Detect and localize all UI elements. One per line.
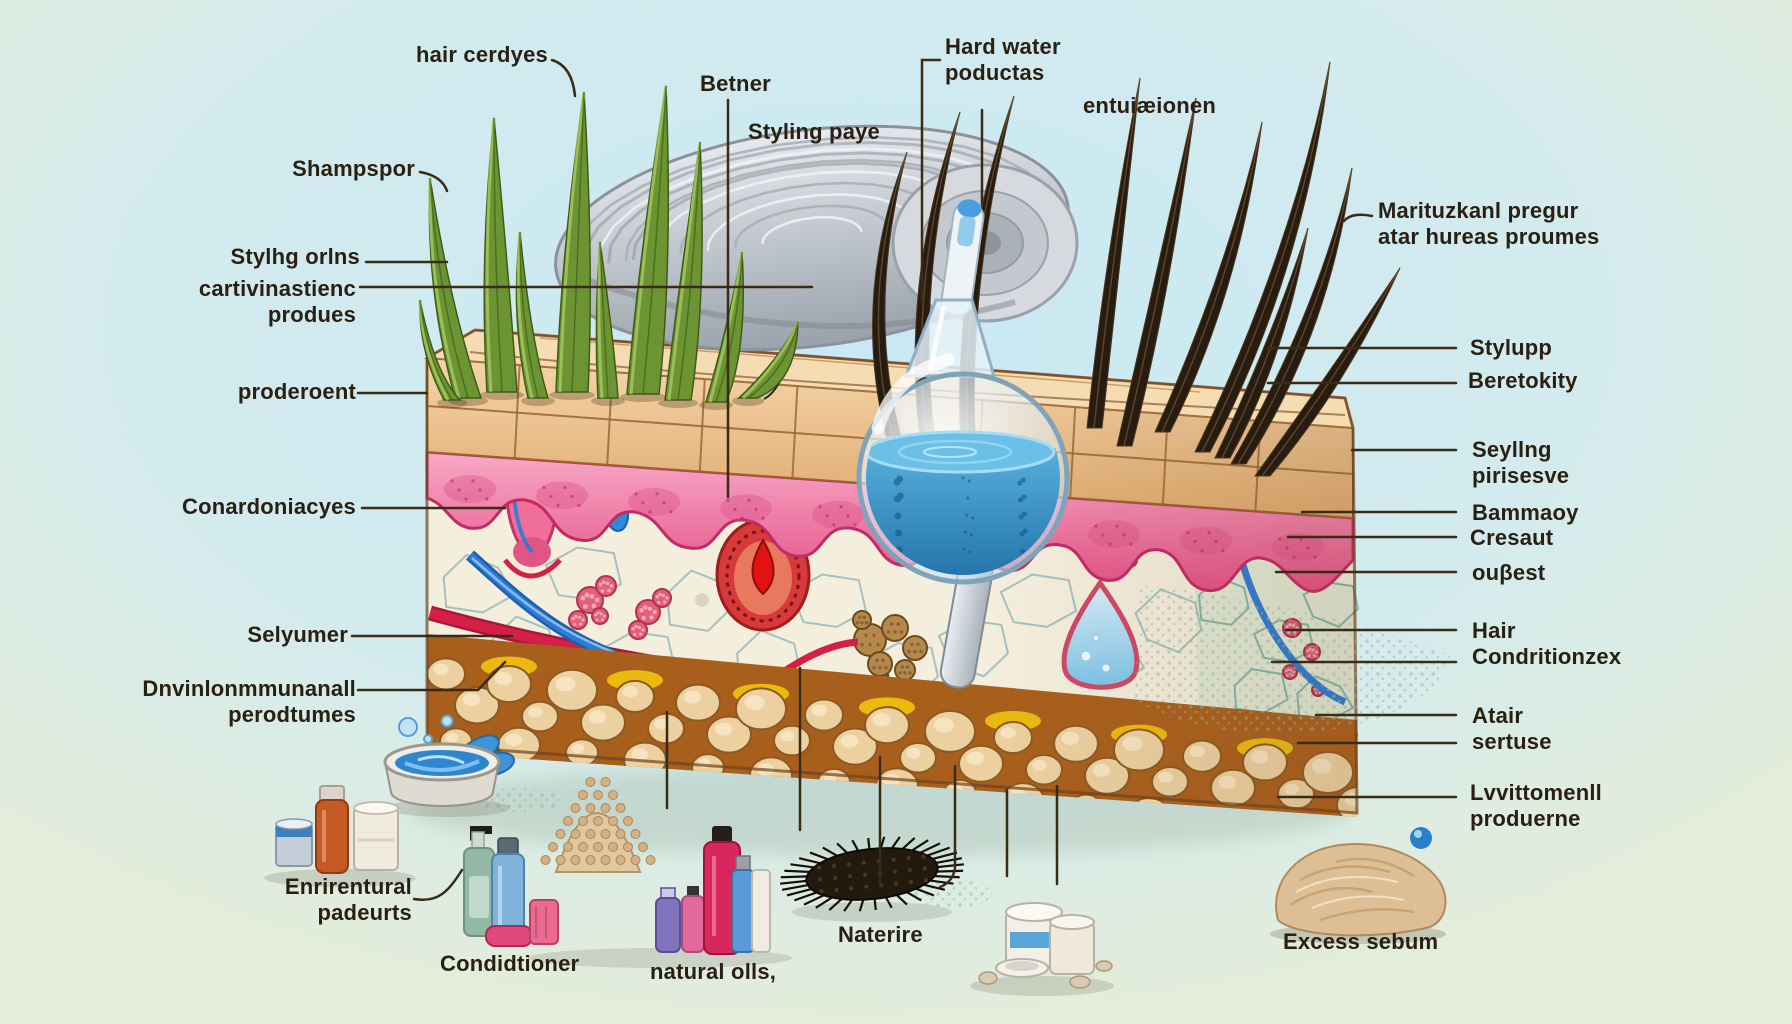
label-entuiaeionen: entuiæionen bbox=[1083, 93, 1216, 118]
grass-hair-blades bbox=[418, 85, 800, 410]
mixing-bowl bbox=[383, 714, 515, 807]
conditioner-bottles bbox=[463, 826, 559, 947]
natural-oils-bottles bbox=[655, 826, 771, 955]
label-hard-water: Hard water poductas bbox=[945, 34, 1061, 85]
label-styling-oils: Stylhg orlns bbox=[230, 244, 360, 269]
label-mineral-buildup: Marituzkanl pregur atar hureas proumes bbox=[1378, 198, 1600, 249]
label-enrirentural-padeurts: Enrirentural padeurts bbox=[284, 874, 412, 925]
label-stylupp: Stylupp bbox=[1470, 335, 1553, 360]
label-naterire: Naterire bbox=[838, 922, 923, 947]
sebum-pile bbox=[1275, 843, 1447, 937]
spray-bottles-left bbox=[275, 785, 399, 874]
label-shampoo: Shampspor bbox=[292, 156, 415, 181]
label-cresaut: Cresaut bbox=[1470, 525, 1554, 550]
label-styling-paye: Styling paye bbox=[748, 119, 880, 144]
label-beretokity: Beretokity bbox=[1468, 368, 1578, 393]
round-brush bbox=[779, 836, 965, 912]
label-hair-conditioner: Hair Condritionzex bbox=[1472, 618, 1622, 669]
water-drop-icon bbox=[1410, 827, 1432, 849]
cream-jars bbox=[978, 902, 1113, 989]
label-cationic-products: cartivinastienc produes bbox=[198, 276, 356, 327]
label-conardoniacyes: Conardoniacyes bbox=[182, 494, 356, 519]
label-atair-sertuse: Atair sertuse bbox=[1472, 703, 1552, 754]
label-environmental-products: Dnvinlonmmunanall perodtumes bbox=[142, 676, 356, 727]
label-styling-residue: Seyllng pirisesve bbox=[1472, 437, 1570, 488]
label-proderoent: proderoent bbox=[237, 379, 356, 404]
label-bammaoy: Bammaoy bbox=[1472, 500, 1579, 525]
leader-lines bbox=[350, 58, 1458, 902]
product-illustrations bbox=[264, 714, 1447, 996]
label-excess-sebum: Excess sebum bbox=[1283, 929, 1439, 954]
stipple-shadow bbox=[1135, 585, 1450, 733]
label-hair-dyes: hair cerdyes bbox=[415, 42, 548, 67]
label-lvvittomenll: Lvvittomenll produerne bbox=[1470, 780, 1602, 831]
water-flask bbox=[856, 199, 1070, 689]
label-oubest: ouβest bbox=[1472, 560, 1546, 585]
dropper bbox=[940, 199, 985, 316]
label-conditioner: Condidtioner bbox=[440, 951, 580, 976]
label-selyumer: Selyumer bbox=[247, 622, 348, 647]
label-natural-oils: natural olls, bbox=[650, 959, 777, 984]
granule-pile bbox=[540, 777, 656, 873]
label-betner: Betner bbox=[700, 71, 771, 96]
